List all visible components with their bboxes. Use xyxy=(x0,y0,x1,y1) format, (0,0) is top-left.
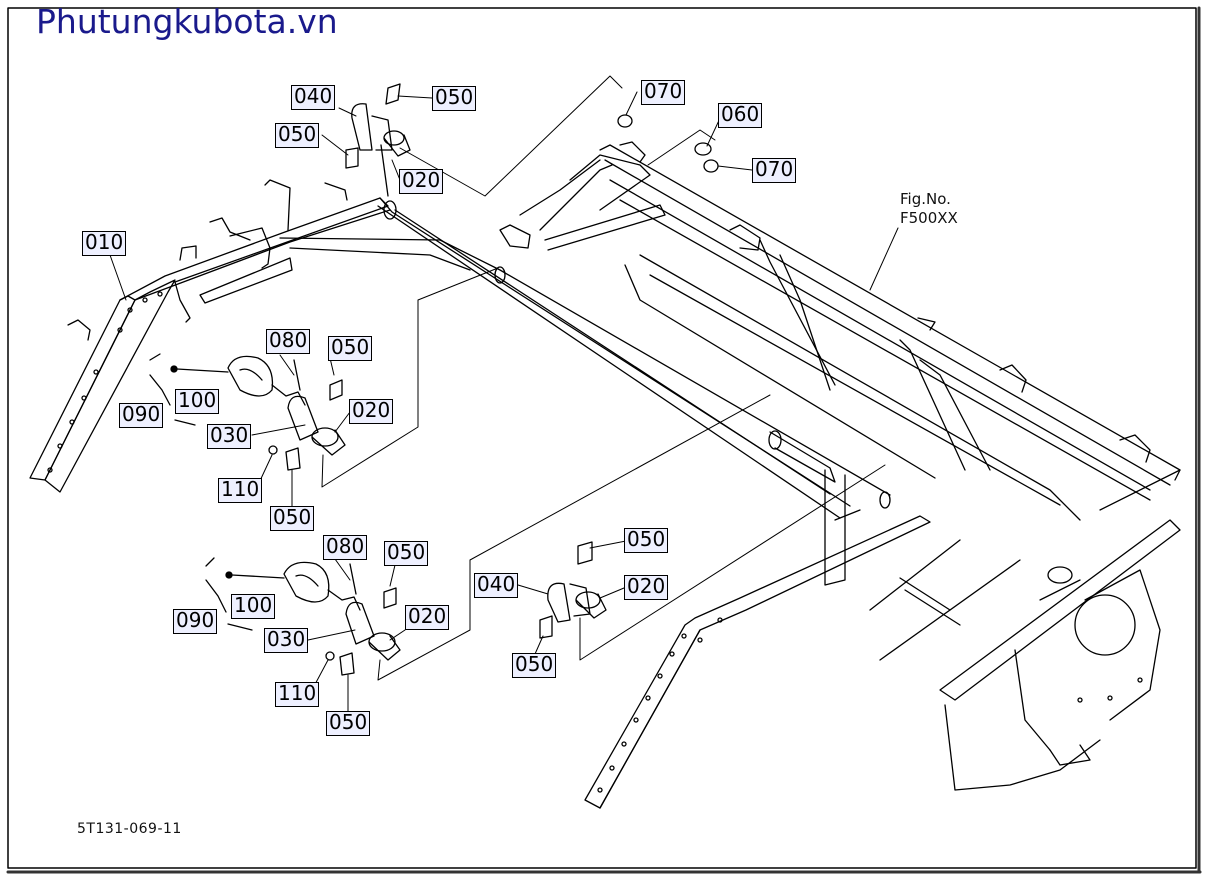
site-watermark: Phutungkubota.vn xyxy=(36,2,338,41)
callout-050[interactable]: 050 xyxy=(384,541,429,566)
drawing-number: 5T131-069-11 xyxy=(77,821,182,837)
callout-050[interactable]: 050 xyxy=(432,86,477,111)
callout-010[interactable]: 010 xyxy=(82,231,127,256)
lamp-group-1 xyxy=(149,353,346,471)
callout-050[interactable]: 050 xyxy=(512,653,557,678)
callout-080[interactable]: 080 xyxy=(266,329,311,354)
figure-label: Fig.No. xyxy=(900,190,951,208)
leader-lines xyxy=(109,75,899,713)
callout-050[interactable]: 050 xyxy=(328,336,373,361)
callout-030[interactable]: 030 xyxy=(264,628,309,653)
lamp-group-2 xyxy=(205,557,401,676)
figure-code: F500XX xyxy=(900,209,958,227)
callout-090[interactable]: 090 xyxy=(173,609,218,634)
cross-tube xyxy=(279,197,891,519)
callout-040[interactable]: 040 xyxy=(291,85,336,110)
callout-020[interactable]: 020 xyxy=(349,399,394,424)
frame-arm-left xyxy=(29,179,391,493)
callout-080[interactable]: 080 xyxy=(323,535,368,560)
callout-070[interactable]: 070 xyxy=(641,80,686,105)
page-border xyxy=(7,7,1197,869)
frame-arm-right xyxy=(584,469,931,809)
callout-100[interactable]: 100 xyxy=(175,389,220,414)
callout-030[interactable]: 030 xyxy=(207,424,252,449)
callout-090[interactable]: 090 xyxy=(119,403,164,428)
callout-100[interactable]: 100 xyxy=(231,594,276,619)
callout-020[interactable]: 020 xyxy=(624,575,669,600)
lower-chassis xyxy=(869,519,1181,791)
callout-070[interactable]: 070 xyxy=(752,158,797,183)
callout-050[interactable]: 050 xyxy=(326,711,371,736)
callout-110[interactable]: 110 xyxy=(218,478,263,503)
callout-060[interactable]: 060 xyxy=(718,103,763,128)
callout-050[interactable]: 050 xyxy=(275,123,320,148)
nut-group xyxy=(617,114,719,173)
callout-020[interactable]: 020 xyxy=(399,169,444,194)
callout-040[interactable]: 040 xyxy=(474,573,519,598)
bearing-group-lower xyxy=(539,541,607,639)
callout-050[interactable]: 050 xyxy=(270,506,315,531)
callout-020[interactable]: 020 xyxy=(405,605,450,630)
figure-number: Fig.No. F500XX xyxy=(900,190,958,228)
callout-050[interactable]: 050 xyxy=(624,528,669,553)
main-frame xyxy=(499,141,1181,521)
callout-110[interactable]: 110 xyxy=(275,682,320,707)
